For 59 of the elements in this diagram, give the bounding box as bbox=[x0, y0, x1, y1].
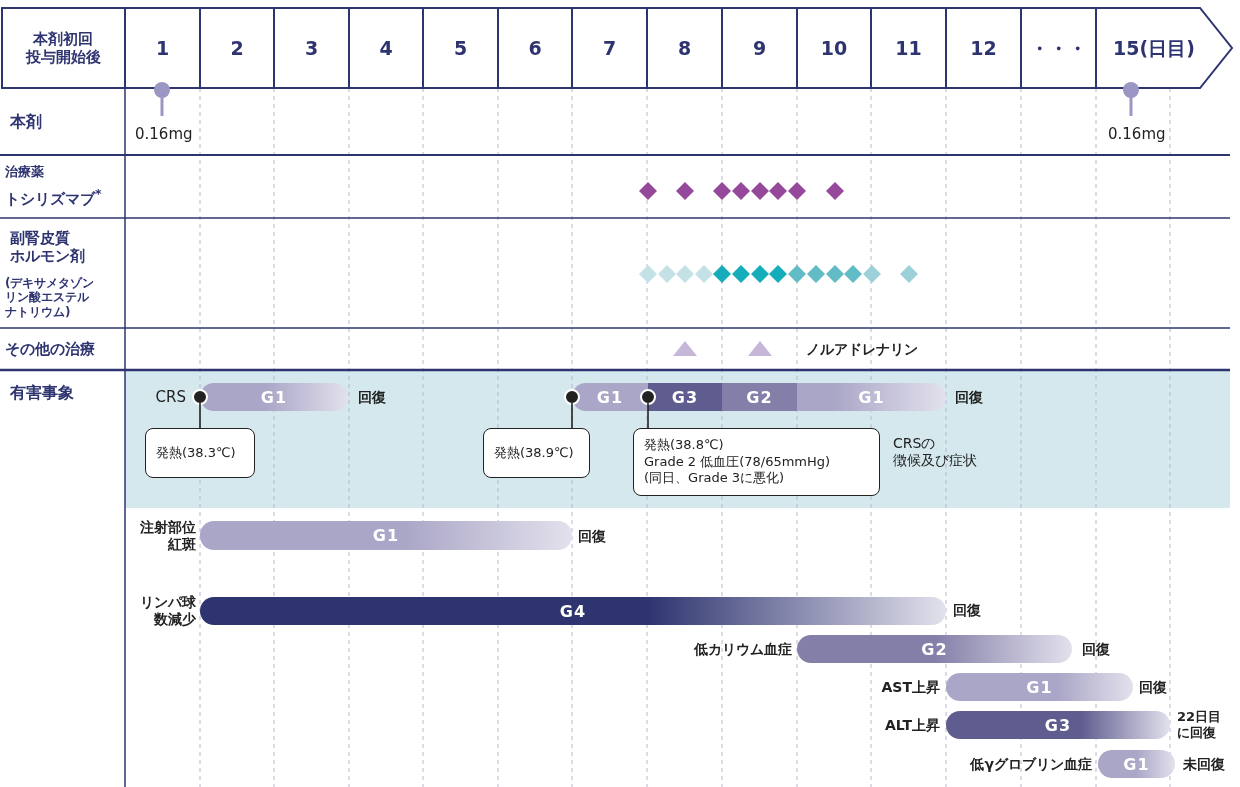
grade-bar: G2 bbox=[797, 635, 1072, 663]
outcome-label: 回復 bbox=[1082, 640, 1110, 658]
dose-label: 0.16mg bbox=[1108, 125, 1166, 143]
grade-bar: G3 bbox=[946, 711, 1170, 739]
dose-label: 0.16mg bbox=[135, 125, 193, 143]
event-label: AST上昇 bbox=[881, 678, 940, 696]
outcome-label: 回復 bbox=[1139, 678, 1167, 696]
event-label: 低γグロブリン血症 bbox=[970, 755, 1092, 773]
event-label: 低カリウム血症 bbox=[694, 640, 792, 658]
outcome-label: 回復 bbox=[578, 527, 606, 545]
outcome-label: 未回復 bbox=[1183, 755, 1225, 773]
header-cell: 6 bbox=[528, 36, 542, 60]
row-note: (デキサメタゾンリン酸エステルナトリウム) bbox=[5, 276, 95, 320]
callout-box bbox=[633, 428, 880, 496]
row-label: トシリズマブ$^{*}$ bbox=[5, 186, 102, 208]
header-cell: 3 bbox=[304, 36, 319, 60]
treatment-label: ノルアドレナリン bbox=[806, 340, 918, 358]
callout-text: (同日、Grade 3に悪化) bbox=[644, 470, 786, 488]
header-cell: 10 bbox=[820, 36, 848, 60]
grade-bar: G1 bbox=[946, 673, 1133, 701]
row-label: 副腎皮質ホルモン剤 bbox=[10, 229, 85, 265]
leader-line bbox=[571, 402, 573, 429]
row-label: 本剤 bbox=[10, 112, 42, 132]
header-cell: 1 bbox=[155, 36, 170, 60]
callout-text: Grade 2 低血圧(78/65mmHg) bbox=[644, 453, 832, 471]
event-label: CRS bbox=[155, 388, 186, 406]
callout-box: 発熱(38.3℃) bbox=[145, 428, 255, 478]
callout-box: 発熱(38.9℃) bbox=[483, 428, 590, 478]
header-cell: ・・・ bbox=[1030, 36, 1087, 60]
leader-line bbox=[199, 402, 201, 429]
outcome-label: 回復 bbox=[358, 388, 386, 406]
grade-bar: G4 bbox=[200, 597, 946, 625]
row-label: その他の治療 bbox=[5, 340, 95, 358]
header-cell: 4 bbox=[379, 36, 393, 60]
note-text: CRSの徴候及び症状 bbox=[893, 435, 977, 469]
header-cell: 15(日目) bbox=[1113, 36, 1195, 60]
header-cell: 2 bbox=[230, 36, 244, 60]
header-cell: 12 bbox=[970, 36, 997, 60]
header-cell: 5 bbox=[453, 36, 468, 60]
outcome-label: 22日目に回復 bbox=[1177, 709, 1222, 741]
grade-bar: G1 bbox=[200, 521, 572, 550]
leader-line bbox=[647, 402, 649, 429]
event-label: 注射部位紅斑 bbox=[140, 519, 196, 553]
grade-bar: G1 bbox=[1098, 750, 1175, 778]
grade-bar: G2 bbox=[722, 383, 797, 411]
grade-bar: G1 bbox=[797, 383, 946, 411]
outcome-label: 回復 bbox=[953, 601, 981, 619]
header-cell: 9 bbox=[752, 36, 767, 60]
header-cell: 8 bbox=[677, 36, 692, 60]
grade-bar: G3 bbox=[648, 383, 722, 411]
header-cell: 11 bbox=[895, 36, 922, 60]
outcome-label: 回復 bbox=[955, 388, 983, 406]
event-label: リンパ球数減少 bbox=[140, 594, 196, 628]
callout-text: 発熱(38.8℃) bbox=[644, 436, 725, 454]
header-cell: 7 bbox=[602, 36, 617, 60]
event-label: ALT上昇 bbox=[885, 716, 940, 734]
row-label: 治療薬 bbox=[5, 164, 44, 180]
header-cell: 本剤初回投与開始後 bbox=[25, 30, 101, 66]
row-label: 有害事象 bbox=[10, 383, 74, 403]
